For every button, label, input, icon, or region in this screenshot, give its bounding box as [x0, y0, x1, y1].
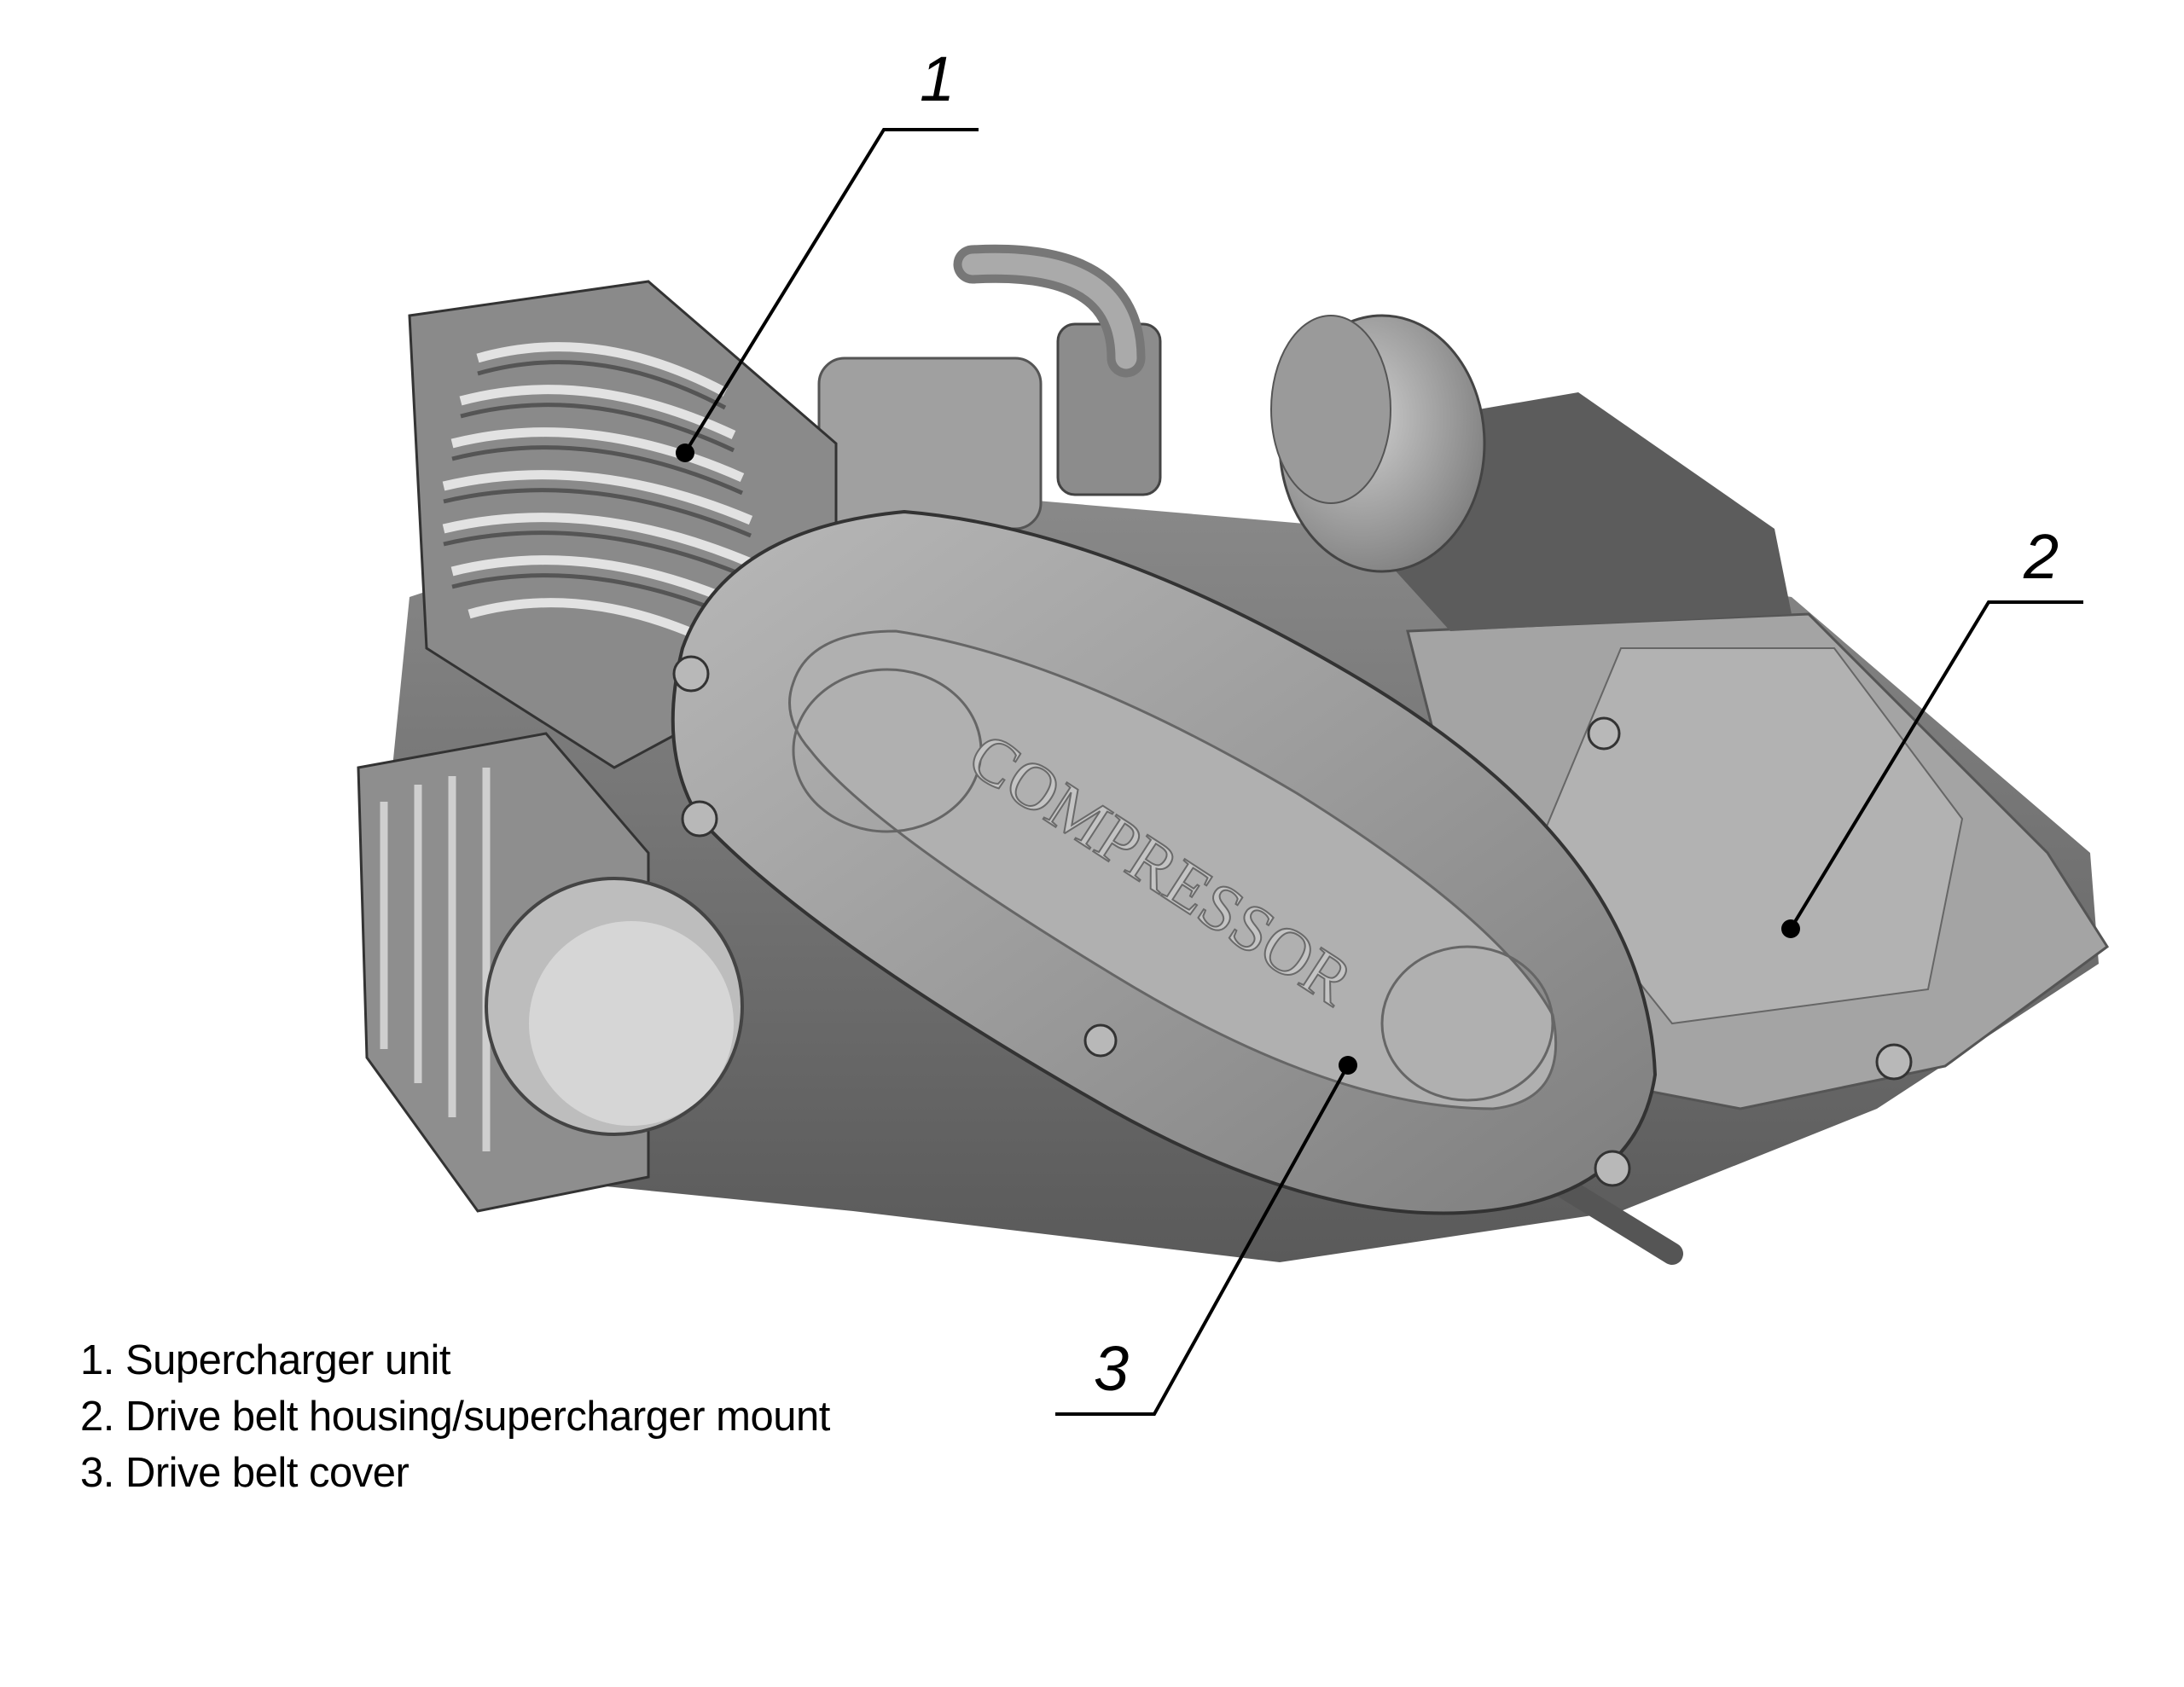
engine-body: COMPRESSOR: [357, 244, 2110, 1265]
legend-item-1: 1. Supercharger unit: [80, 1337, 450, 1383]
leader-lines: [683, 128, 2083, 1416]
leader-line-1: [683, 128, 979, 455]
callout-number-1: 1: [920, 43, 956, 114]
parts-legend: 1. Supercharger unit 2. Drive belt housi…: [80, 1332, 830, 1501]
leader-line-2: [1789, 600, 2083, 930]
callout-dot-2: [1781, 919, 1800, 938]
callout-dot-1: [676, 443, 694, 462]
callout-number-3: 3: [1094, 1333, 1130, 1404]
legend-item-3: 3. Drive belt cover: [80, 1450, 410, 1496]
callout-dot-3: [1339, 1056, 1357, 1075]
legend-item-2: 2. Drive belt housing/supercharger mount: [80, 1394, 830, 1440]
callout-number-2: 2: [2024, 521, 2059, 592]
leader-line-3: [1055, 1064, 1350, 1416]
